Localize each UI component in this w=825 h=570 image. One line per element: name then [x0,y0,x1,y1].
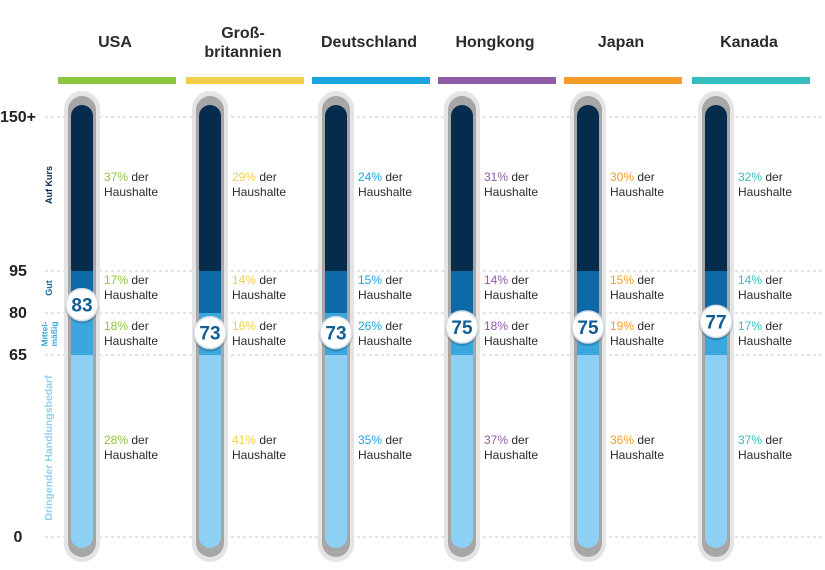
band-segment [199,105,221,271]
grid-lines [45,116,825,538]
score-value: 73 [325,324,346,345]
band-label: Dringender Handlungsbedarf [43,375,55,521]
y-tick-label: 80 [9,305,27,322]
band-label: Auf Kurs [44,166,54,204]
band-segment [705,355,727,548]
score-marker [193,315,227,350]
svg-text:Dringender Handlungsbedarf: Dringender Handlungsbedarf [43,375,55,521]
country-color-bar [58,77,176,84]
country-name: Hongkong [455,34,534,51]
band-segment [577,105,599,271]
tube-segments [325,105,347,548]
band-segment [71,105,93,271]
y-tick-label: 65 [9,347,27,364]
country-color-bar [438,77,556,84]
band-segment [71,313,93,355]
y-tick-label: 0 [14,529,23,546]
score-marker [699,304,733,339]
score-marker [319,315,353,350]
svg-text:Mittel-mäßig: Mittel-mäßig [39,321,59,346]
band-segment [451,355,473,548]
score-value: 75 [451,318,473,339]
country-name: Japan [598,34,644,51]
country-name: Groß-britannien [204,25,281,61]
score-value: 73 [199,324,220,345]
band-segment [71,355,93,548]
band-segment [577,355,599,548]
score-marker [571,310,605,344]
band-segment [705,105,727,271]
score-marker [65,287,99,322]
band-label: Mittel-mäßig [39,321,59,346]
country-name: Deutschland [321,34,417,51]
band-segment [199,355,221,548]
svg-text:Gut: Gut [44,280,54,296]
band-segment [577,271,599,313]
band-segment [325,355,347,548]
country-color-bar [692,77,810,84]
band-segment [705,271,727,313]
score-marker [445,310,479,344]
band-segment [451,105,473,271]
country-color-bar [186,77,304,84]
country-name: USA [98,34,132,51]
band-segment [325,271,347,313]
tube-segments [71,105,93,548]
y-tick-label: 95 [9,263,27,280]
band-segment [325,105,347,271]
svg-text:Auf Kurs: Auf Kurs [44,166,54,204]
band-segment [199,271,221,313]
tube-segments [705,105,727,548]
score-value: 75 [577,318,599,339]
country-color-bar [312,77,430,84]
y-tick-label: 150+ [0,109,36,126]
country-color-bar [564,77,682,84]
score-value: 77 [705,312,726,333]
band-label: Gut [44,280,54,296]
score-value: 83 [71,296,92,317]
country-name: Kanada [720,34,778,51]
band-segment [451,271,473,313]
